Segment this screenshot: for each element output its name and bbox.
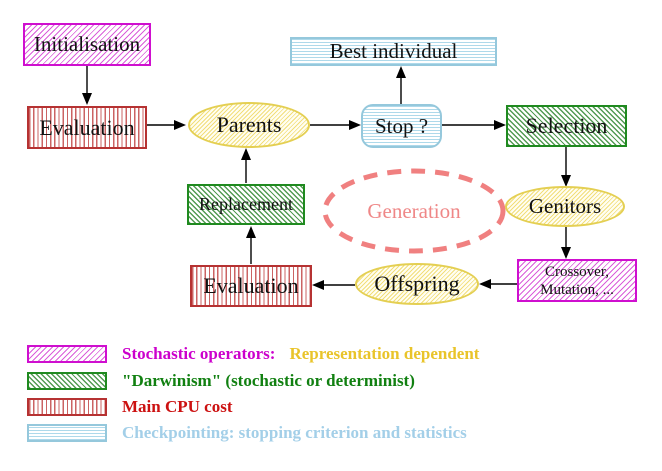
arrow-stop-to-selection	[442, 120, 506, 130]
node-offspring: Offspring	[355, 263, 479, 305]
arrow-replacement-to-parents	[241, 148, 251, 183]
legend-row-darwinism: "Darwinism" (stochastic or determinist)	[27, 371, 415, 391]
arrow-selection-to-genitors	[561, 147, 571, 187]
generation-dashed-ellipse	[322, 168, 506, 254]
legend-row-stochastic: Stochastic operators: Representation dep…	[27, 344, 479, 364]
legend-swatch-checkpointing	[27, 424, 107, 442]
node-crossover-line2: Mutation, ...	[540, 281, 614, 298]
arrow-genitors-to-crossover	[561, 227, 571, 259]
node-genitors-label: Genitors	[528, 194, 602, 218]
legend-label-representation-dependent: Representation dependent	[289, 344, 480, 363]
node-evaluation-top-label: Evaluation	[39, 114, 135, 140]
legend-row-cpu: Main CPU cost	[27, 397, 232, 417]
node-best-individual: Best individual	[290, 37, 497, 66]
node-selection: Selection	[506, 105, 627, 147]
generation-label: Generation	[367, 199, 461, 223]
arrow-stop-to-best-individual	[396, 66, 406, 104]
node-initialisation-label: Initialisation	[33, 32, 141, 56]
legend-label-stochastic: Stochastic operators:	[122, 344, 276, 363]
node-initialisation: Initialisation	[23, 23, 151, 66]
arrow-crossover-to-offspring	[479, 279, 517, 289]
node-evaluation-bottom: Evaluation	[190, 265, 312, 307]
node-best-individual-label: Best individual	[329, 39, 458, 63]
node-stop-label: Stop ?	[374, 113, 429, 138]
node-replacement: Replacement	[187, 184, 305, 225]
node-genitors: Genitors	[505, 186, 625, 227]
legend-label-darwinism: "Darwinism" (stochastic or determinist)	[122, 371, 415, 390]
node-evaluation-bottom-label: Evaluation	[203, 273, 299, 298]
node-evaluation-top: Evaluation	[27, 106, 147, 149]
legend-swatch-stochastic-operators	[27, 345, 107, 363]
node-selection-label: Selection	[525, 113, 608, 138]
node-offspring-label: Offspring	[374, 271, 460, 296]
node-crossover-line1: Crossover,	[545, 263, 609, 280]
arrow-evaluation-to-parents	[147, 120, 186, 130]
legend-label-checkpointing: Checkpointing: stopping criterion and st…	[122, 423, 467, 442]
legend-label-main-cpu-cost: Main CPU cost	[122, 397, 233, 416]
node-parents: Parents	[188, 102, 310, 148]
arrow-initialisation-to-evaluation	[82, 66, 92, 105]
legend-swatch-darwinism	[27, 372, 107, 390]
legend-swatch-main-cpu-cost	[27, 398, 107, 416]
arrow-evaluation-to-replacement	[246, 226, 256, 264]
node-parents-label: Parents	[216, 112, 282, 137]
arrow-parents-to-stop	[310, 120, 361, 130]
node-replacement-label: Replacement	[199, 194, 293, 214]
node-crossover-mutation: Crossover, Mutation, ...	[517, 259, 637, 302]
node-stop: Stop ?	[361, 104, 442, 148]
arrow-offspring-to-evaluation	[312, 280, 355, 290]
legend-row-checkpointing: Checkpointing: stopping criterion and st…	[27, 423, 467, 443]
